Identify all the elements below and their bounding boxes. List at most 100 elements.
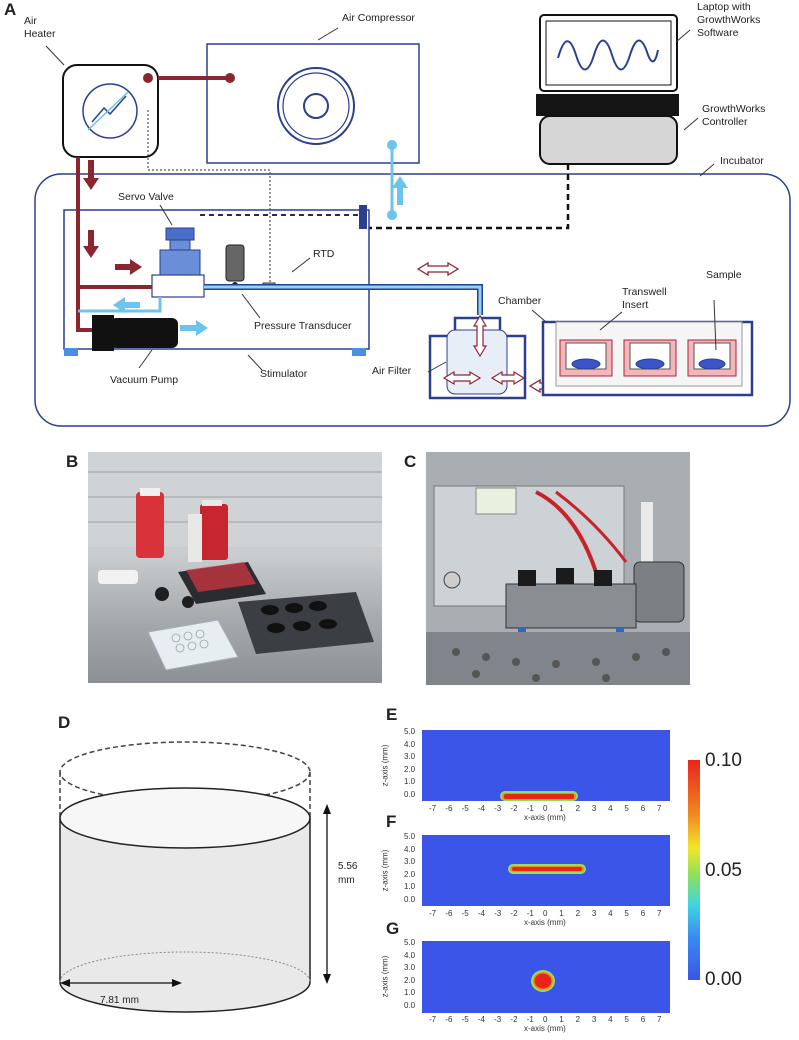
plot-f-y-tick: 1.0 [404, 882, 416, 892]
label-air-filter: Air Filter [372, 365, 412, 377]
plot-g-y-tick: 5.0 [404, 938, 416, 947]
plot-f-x-tick: 7 [657, 909, 662, 918]
panel-label-d: D [58, 713, 71, 732]
plot-e-x-tick: -4 [477, 804, 485, 813]
plot-e-area [422, 730, 670, 801]
plot-f-sample [512, 867, 582, 871]
panel-label-a: A [4, 0, 17, 19]
controller-box [539, 115, 678, 165]
plot-g-y-tick: 4.0 [404, 950, 416, 960]
panel-label-e: E [386, 705, 398, 724]
plot-e-y-tick: 4.0 [404, 739, 416, 749]
label-pressure-transducer: Pressure Transducer [254, 320, 352, 332]
plot-f-x-tick: 1 [559, 909, 564, 918]
plot-e-x-tick: 7 [657, 804, 662, 813]
label-air-compressor: Air Compressor [342, 12, 415, 24]
photo-incubator-setup [426, 452, 690, 685]
plot-e-x-tick: 4 [608, 804, 613, 813]
plot-e-x-tick: -6 [445, 804, 453, 813]
plot-e-x-tick: 3 [591, 804, 597, 813]
air-heater-box [62, 64, 159, 158]
label-vacuum-pump: Vacuum Pump [110, 374, 179, 386]
plot-f-y-tick: 4.0 [404, 844, 416, 854]
plot-g-x-tick: -7 [429, 1015, 437, 1024]
plot-f-y-tick: 2.0 [404, 869, 416, 879]
plot-f-x-tick: -6 [445, 909, 453, 918]
label-chamber: Chamber [498, 295, 542, 307]
plot-f-x-tick: 5 [624, 909, 629, 918]
plot-f-x-tick: 0 [543, 909, 548, 918]
heater-dial [82, 83, 138, 139]
plot-e-xlabel: x-axis (mm) [524, 813, 566, 822]
plot-e-y-tick: 3.0 [404, 752, 416, 762]
plot-e-x-tick: -1 [526, 804, 534, 813]
plot-g-x-tick: -3 [494, 1015, 502, 1024]
colorbar [688, 760, 700, 980]
plot-g-x-tick: 0 [543, 1015, 548, 1024]
panel-label-c: C [404, 452, 417, 471]
laptop-keyboard [536, 94, 679, 116]
plot-g-x-tick: 6 [640, 1015, 646, 1024]
plot-g-x-tick: 1 [559, 1015, 564, 1024]
label-sample: Sample [706, 269, 742, 281]
cylinder-top [59, 787, 311, 849]
label-incubator: Incubator [720, 155, 764, 167]
plot-f-x-tick: -5 [461, 909, 469, 918]
colorbar-tick-top: 0.10 [705, 750, 742, 771]
plot-e-x-tick: -2 [510, 804, 518, 813]
plot-g-x-tick: 2 [575, 1015, 581, 1024]
plot-e-y-tick: 5.0 [404, 727, 416, 736]
plot-f-x-tick: 3 [591, 909, 597, 918]
cylinder-geometry [59, 741, 331, 1013]
system-schematic [34, 14, 791, 427]
plot-f-y-tick: 3.0 [404, 857, 416, 867]
plot-g-y-tick: 3.0 [404, 963, 416, 973]
sine-wave [557, 39, 659, 71]
plot-f-x-tick: 6 [640, 909, 646, 918]
incubator-photo-illustration [426, 452, 690, 685]
compressor-fan [277, 67, 355, 145]
plot-g-x-tick: -2 [510, 1015, 518, 1024]
plot-e-y-tick: 2.0 [404, 764, 416, 774]
plot-e-x-tick: -3 [494, 804, 502, 813]
plot-e-x-tick: -7 [429, 804, 437, 813]
photo-bench-setup [88, 452, 382, 683]
plot-e-x-tick: 5 [624, 804, 629, 813]
plot-g-x-tick: 4 [608, 1015, 613, 1024]
panel-label-f: F [386, 812, 397, 831]
plot-e-x-tick: 0 [543, 804, 548, 813]
height-unit: mm [338, 875, 355, 886]
height-value: 5.56 [338, 861, 358, 872]
plot-f-ylabel: z-axis (mm) [380, 849, 390, 891]
plot-g-x-tick: -1 [526, 1015, 534, 1024]
colorbar-tick-mid: 0.05 [705, 860, 742, 881]
plot-g-sample [534, 973, 552, 989]
plot-f-x-tick: -3 [494, 909, 502, 918]
plot-g-x-tick: -4 [477, 1015, 485, 1024]
colorbar-tick-bottom: 0.00 [705, 969, 742, 990]
concentration-plots [422, 730, 670, 1013]
radius-label: 7.81 mm [100, 995, 139, 1006]
plot-g-x-tick: 5 [624, 1015, 629, 1024]
plot-g-xlabel: x-axis (mm) [524, 1024, 566, 1033]
panel-label-g: G [386, 919, 400, 938]
plot-g-ylabel: z-axis (mm) [380, 955, 390, 997]
vacuum-pump-body [110, 318, 178, 348]
plot-e-x-tick: 2 [575, 804, 581, 813]
plot-g-y-tick: 2.0 [404, 975, 416, 985]
plot-f-xlabel: x-axis (mm) [524, 918, 566, 927]
bench-photo-illustration [88, 452, 382, 671]
plot-f-y-tick: 0.0 [404, 895, 416, 904]
plot-e-x-tick: -5 [461, 804, 469, 813]
plot-f-y-tick: 5.0 [404, 832, 416, 841]
plot-g-y-tick: 0.0 [404, 1001, 416, 1010]
label-controller: GrowthWorks Controller [702, 103, 766, 128]
plot-f-x-tick: -1 [526, 909, 534, 918]
incubator-outline [34, 173, 791, 427]
panel-label-b: B [66, 452, 79, 471]
plot-e-ylabel: z-axis (mm) [380, 744, 390, 786]
plot-f-x-tick: -7 [429, 909, 437, 918]
plot-f-x-tick: 2 [575, 909, 581, 918]
plot-e-y-tick: 1.0 [404, 777, 416, 787]
plot-g-x-tick: 7 [657, 1015, 662, 1024]
